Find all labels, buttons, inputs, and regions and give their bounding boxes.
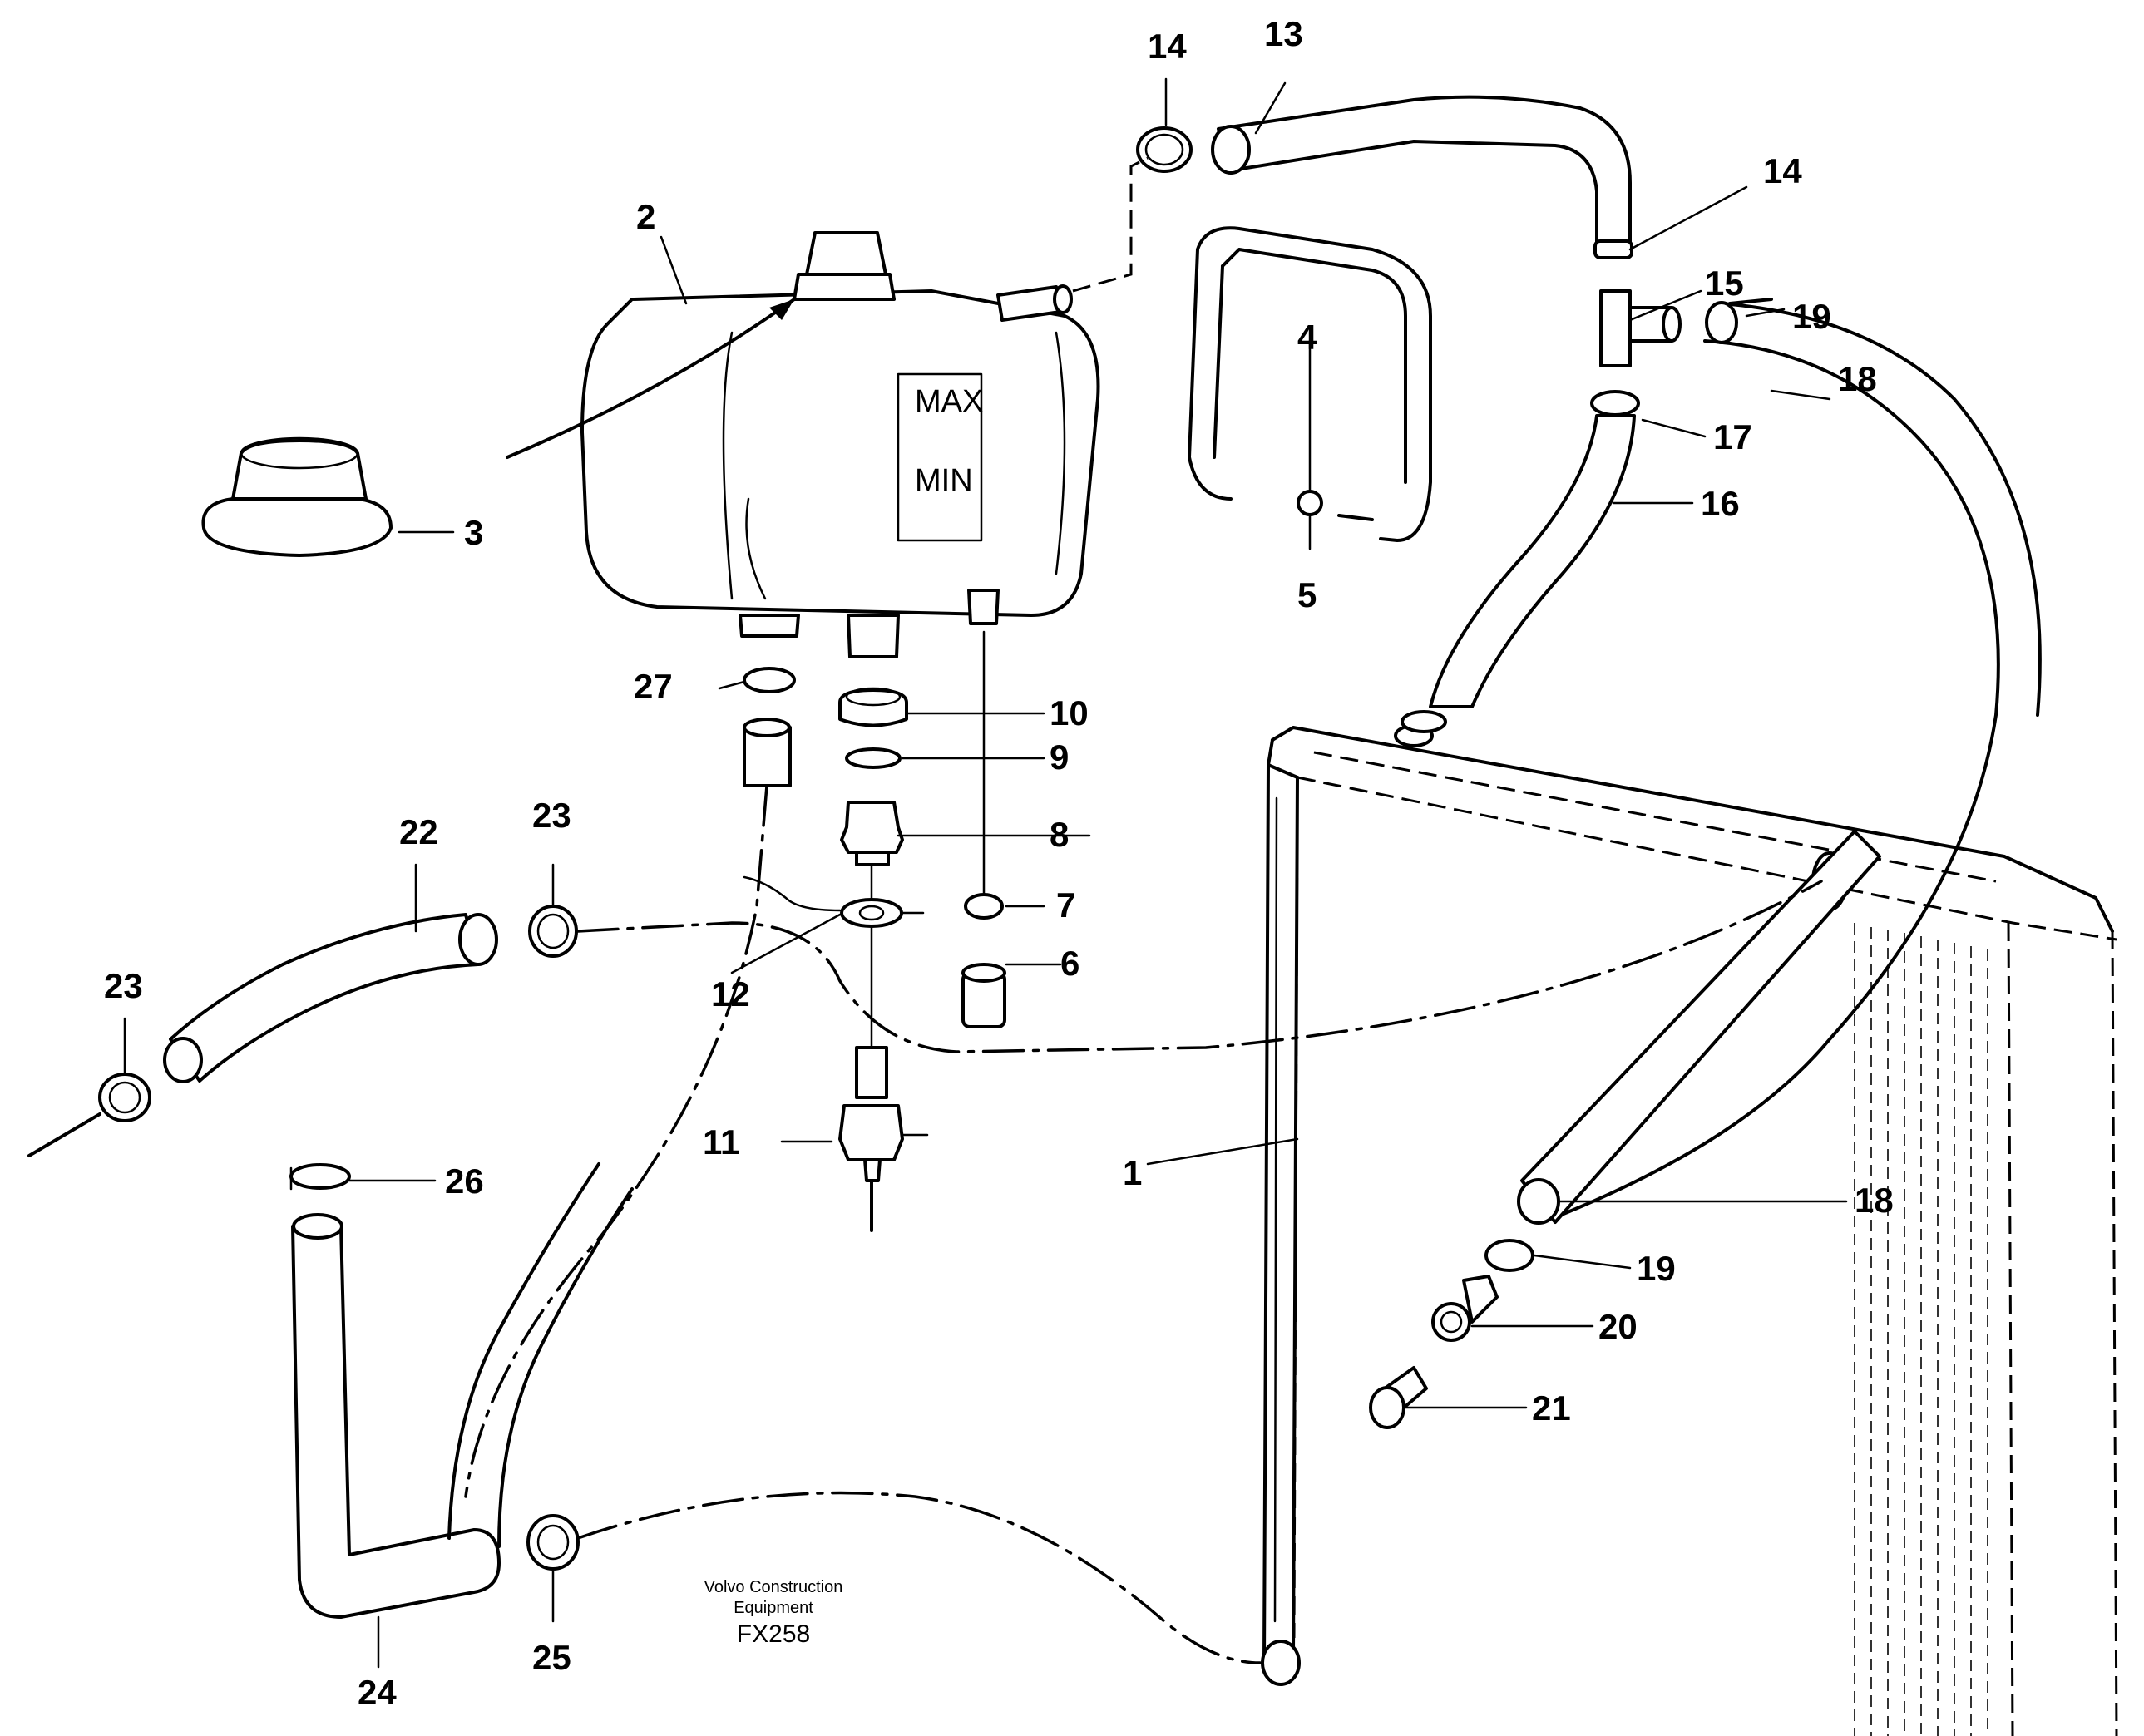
credit-code: FX258 — [737, 1620, 810, 1648]
label-part-5: 5 — [1297, 575, 1317, 614]
label-part-26: 26 — [445, 1161, 484, 1201]
drain-fittings — [1369, 1239, 1534, 1429]
hose-16 — [1401, 414, 1636, 733]
hose-22 — [27, 880, 1823, 1157]
label-part-8: 8 — [1050, 815, 1069, 854]
small-hose-6-7 — [961, 630, 1006, 1028]
label-part-20: 20 — [1598, 1307, 1638, 1346]
hose-27 — [464, 667, 796, 1498]
filler-cap — [201, 436, 393, 557]
label-part-18-bottom: 18 — [1855, 1181, 1894, 1220]
temperature-sensor — [838, 1046, 929, 1232]
label-part-23-left: 23 — [104, 966, 143, 1005]
label-part-17: 17 — [1713, 417, 1752, 456]
label-part-21: 21 — [1532, 1388, 1571, 1428]
part-labels: 1 2 3 4 5 6 7 8 9 10 11 12 13 14 14 15 1… — [104, 14, 1894, 1712]
label-part-6: 6 — [1060, 944, 1079, 983]
radiator — [1261, 724, 2118, 1736]
label-part-12: 12 — [711, 974, 750, 1013]
label-part-19-bottom: 19 — [1637, 1249, 1676, 1288]
label-part-9: 9 — [1050, 737, 1069, 777]
level-sensor-stack — [838, 687, 908, 1049]
hose-24 — [289, 1162, 1262, 1664]
label-part-25: 25 — [532, 1638, 571, 1677]
hose-18 — [1517, 298, 2042, 1225]
label-part-4: 4 — [1297, 318, 1317, 357]
hose-13 — [1072, 95, 1632, 293]
credit-line-2: Equipment — [734, 1599, 813, 1617]
label-part-14-right: 14 — [1763, 151, 1802, 190]
label-part-2: 2 — [636, 197, 655, 236]
expansion-tank: MAX MIN — [506, 231, 1100, 658]
label-part-23-top: 23 — [532, 796, 571, 835]
tank-bracket — [1188, 226, 1432, 542]
label-part-7: 7 — [1056, 885, 1075, 925]
label-part-27: 27 — [634, 667, 673, 706]
credit-line-1: Volvo Construction — [704, 1578, 843, 1596]
tank-max-mark: MAX — [915, 384, 983, 419]
label-part-1: 1 — [1123, 1153, 1142, 1192]
label-part-14-top: 14 — [1148, 27, 1187, 66]
label-part-11: 11 — [703, 1122, 739, 1161]
label-part-18-top: 18 — [1838, 359, 1877, 398]
label-part-15: 15 — [1705, 264, 1744, 303]
label-part-24: 24 — [358, 1673, 397, 1712]
label-part-3: 3 — [464, 513, 483, 552]
leader-lines — [123, 77, 1848, 1669]
label-part-16: 16 — [1701, 484, 1740, 523]
label-part-10: 10 — [1050, 693, 1089, 732]
label-part-19-top: 19 — [1792, 297, 1831, 336]
ring-terminal-12 — [743, 875, 925, 928]
diagram-credit: Volvo Construction Equipment FX258 — [704, 1578, 843, 1648]
label-part-13: 13 — [1264, 14, 1303, 53]
label-part-22: 22 — [399, 812, 438, 851]
tee-assembly — [1590, 239, 1682, 417]
tank-min-mark: MIN — [915, 463, 973, 498]
